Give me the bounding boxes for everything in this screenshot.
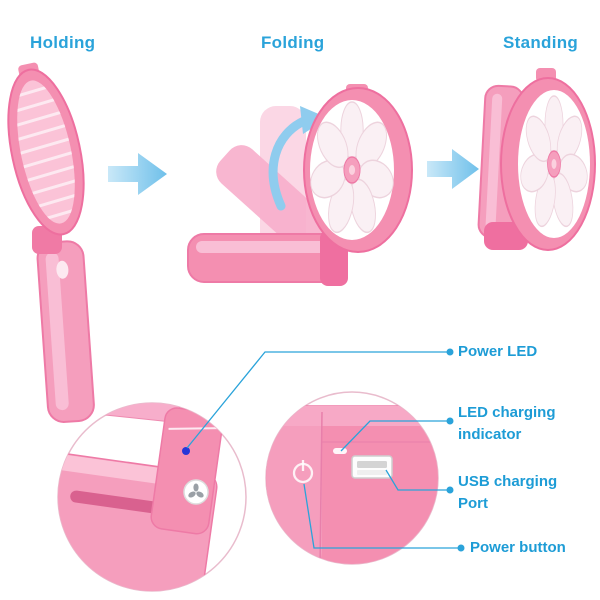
fan-blades <box>310 101 394 234</box>
callout-line-power-led <box>186 351 450 449</box>
power-led-dot <box>182 447 190 455</box>
callout-dots <box>446 348 465 552</box>
folding-handle <box>187 233 341 283</box>
rotate-arrow-icon <box>268 106 328 211</box>
usb-detail-circle <box>265 391 439 565</box>
callout-label-power-led: Power LED <box>458 343 538 360</box>
standing-fan-head <box>500 68 596 251</box>
fan-standing-illustration <box>477 68 596 251</box>
callout-label-led-charging-indicator: LED charging indicator <box>458 404 556 443</box>
callout-line-power-button <box>303 483 461 549</box>
folding-fan-head <box>303 84 413 253</box>
fan-glyph-icon <box>188 483 204 498</box>
callout-label-power-button: Power button <box>470 539 566 556</box>
detail-power-button <box>183 479 209 505</box>
arrow-right-icon <box>108 153 167 195</box>
holding-fan-head <box>7 62 85 236</box>
arrow-right-icon <box>427 149 479 189</box>
fan-blades <box>520 95 588 228</box>
led-charging-indicator-slot <box>333 448 347 454</box>
callout-label-usb-charging-port: USB charging Port <box>458 473 558 512</box>
power-icon <box>292 460 314 484</box>
callout-line-led-indicator <box>340 420 450 452</box>
fan-folding-illustration <box>187 84 413 286</box>
stage-label-holding: Holding <box>30 33 96 52</box>
usb-port <box>351 455 393 479</box>
stage-label-standing: Standing <box>503 33 579 52</box>
holding-handle <box>36 240 95 423</box>
stage-label-folding: Folding <box>261 33 325 52</box>
callout-lines <box>186 351 461 549</box>
fan-holding-illustration <box>7 62 95 423</box>
callout-line-usb <box>385 469 450 491</box>
